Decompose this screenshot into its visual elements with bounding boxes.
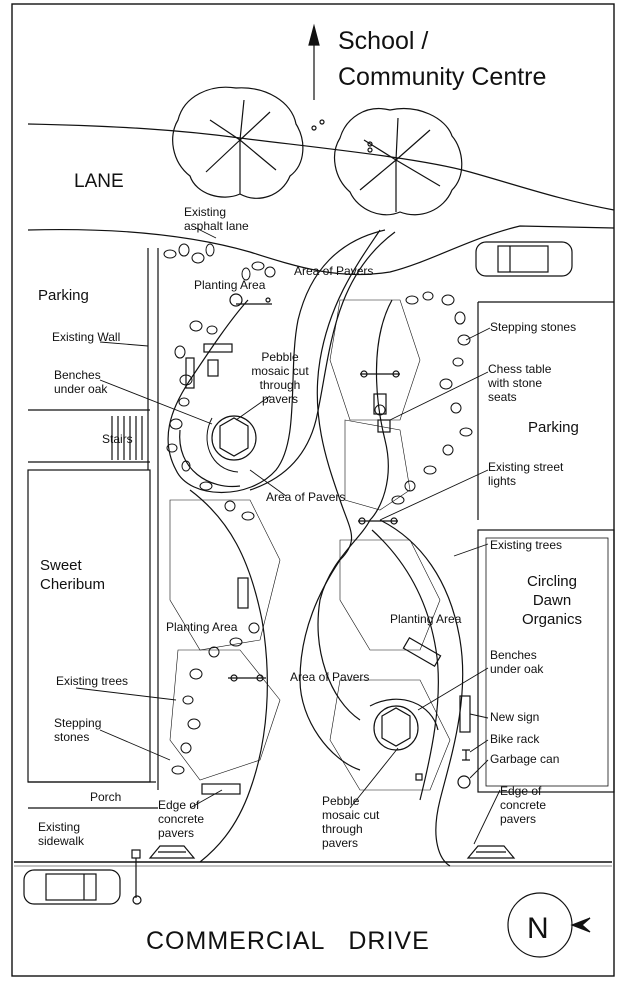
post-marker	[131, 849, 141, 859]
stepping-stones-top	[163, 243, 276, 281]
label-area-of-pavers-1: Area of Pavers	[294, 264, 374, 278]
bench-8	[201, 783, 241, 795]
paver-zone-6	[329, 679, 451, 791]
label-stepping-stones-left: Stepping stones	[54, 716, 102, 744]
street-name: COMMERCIAL DRIVE	[146, 927, 430, 955]
curb-marker-left	[148, 845, 196, 859]
path-left-edge	[167, 229, 386, 494]
circling-dawn-building	[477, 529, 615, 793]
label-benches-under-oak-1: Benches under oak	[54, 368, 108, 396]
label-edge-concrete-pavers-1: Edge of concrete pavers	[158, 798, 205, 840]
label-chess-table: Chess table with stone seats	[488, 362, 552, 404]
car-top-right-icon	[475, 241, 573, 277]
bench-1	[203, 343, 233, 353]
car-bottom-left-icon	[23, 869, 121, 905]
stepping-stones-left-lower	[171, 622, 260, 775]
paver-zone-3	[329, 299, 421, 421]
bench-6	[373, 393, 387, 415]
label-benches-under-oak-2: Benches under oak	[490, 648, 544, 676]
paver-zone-1	[169, 499, 281, 651]
paver-zone-4	[344, 419, 411, 511]
street-light-icon-1	[229, 293, 272, 307]
bench-7	[377, 419, 391, 433]
label-sweet-cheribum: Sweet Cheribum	[40, 557, 106, 593]
paver-zone-5	[339, 539, 441, 651]
paver-zone-2	[169, 649, 281, 781]
label-area-of-pavers-2: Area of Pavers	[266, 490, 346, 504]
stepping-stones-left-upper	[166, 320, 255, 521]
bench-5	[402, 636, 442, 668]
bench-3	[207, 359, 219, 377]
leader-lines	[75, 227, 501, 845]
curb-marker-right	[466, 845, 516, 859]
path-center-edge-1	[299, 229, 381, 771]
label-planting-area-1: Planting Area	[194, 278, 266, 292]
label-existing-street-lights: Existing street lights	[488, 460, 564, 488]
stepping-stones-right	[374, 291, 473, 505]
oak-bench-icon-1	[179, 415, 257, 488]
label-parking-right: Parking	[528, 419, 579, 436]
label-planting-area-2: Planting Area	[166, 620, 238, 634]
street-light-icon-3	[358, 517, 398, 525]
garbage-can-icon	[457, 775, 471, 789]
path-center-edge-2	[317, 299, 393, 721]
label-existing-asphalt-lane: Existing asphalt lane	[184, 205, 249, 233]
label-bike-rack: Bike rack	[490, 732, 540, 746]
lane-edge-top	[27, 123, 615, 211]
title-line-1: School /	[338, 27, 429, 55]
oak-tree-left-icon	[172, 86, 304, 199]
bench-4	[237, 577, 249, 609]
label-existing-trees-left: Existing trees	[56, 674, 129, 688]
path-right-edge	[379, 519, 464, 867]
label-stepping-stones-right: Stepping stones	[490, 320, 577, 334]
label-circling-dawn: Circling Dawn Organics	[521, 573, 583, 628]
label-stairs: Stairs	[102, 432, 133, 446]
street-light-icon-2	[360, 370, 400, 378]
plan-border	[11, 3, 615, 977]
label-planting-area-3: Planting Area	[390, 612, 462, 626]
label-new-sign: New sign	[490, 710, 540, 724]
title-line-2: Community Centre	[338, 63, 547, 91]
lane-edge-bottom	[27, 225, 615, 276]
label-existing-trees-right: Existing trees	[490, 538, 563, 552]
path-lower-left	[189, 489, 268, 863]
label-edge-concrete-pavers-2: Edge of concrete pavers	[500, 784, 547, 826]
stairs-icon	[111, 416, 143, 460]
bench-2	[185, 357, 195, 389]
label-area-of-pavers-3: Area of Pavers	[290, 670, 370, 684]
label-porch: Porch	[90, 790, 122, 804]
label-pebble-mosaic-1: Pebble mosaic cut through pavers	[251, 350, 309, 406]
label-lane: LANE	[74, 171, 124, 192]
compass-north-letter: N	[527, 912, 549, 945]
label-pebble-mosaic-2: Pebble mosaic cut through pavers	[322, 794, 380, 850]
bike-rack-icon	[462, 749, 470, 761]
oak-bench-icon-2	[369, 698, 439, 751]
label-existing-sidewalk: Existing sidewalk	[38, 820, 85, 848]
label-garbage-can: Garbage can	[490, 752, 560, 766]
oak-tree-right-icon	[333, 108, 463, 216]
compass-icon	[507, 892, 591, 958]
label-parking-left: Parking	[38, 287, 89, 304]
label-existing-wall: Existing Wall	[52, 330, 121, 344]
street-light-icon-4	[228, 674, 266, 682]
